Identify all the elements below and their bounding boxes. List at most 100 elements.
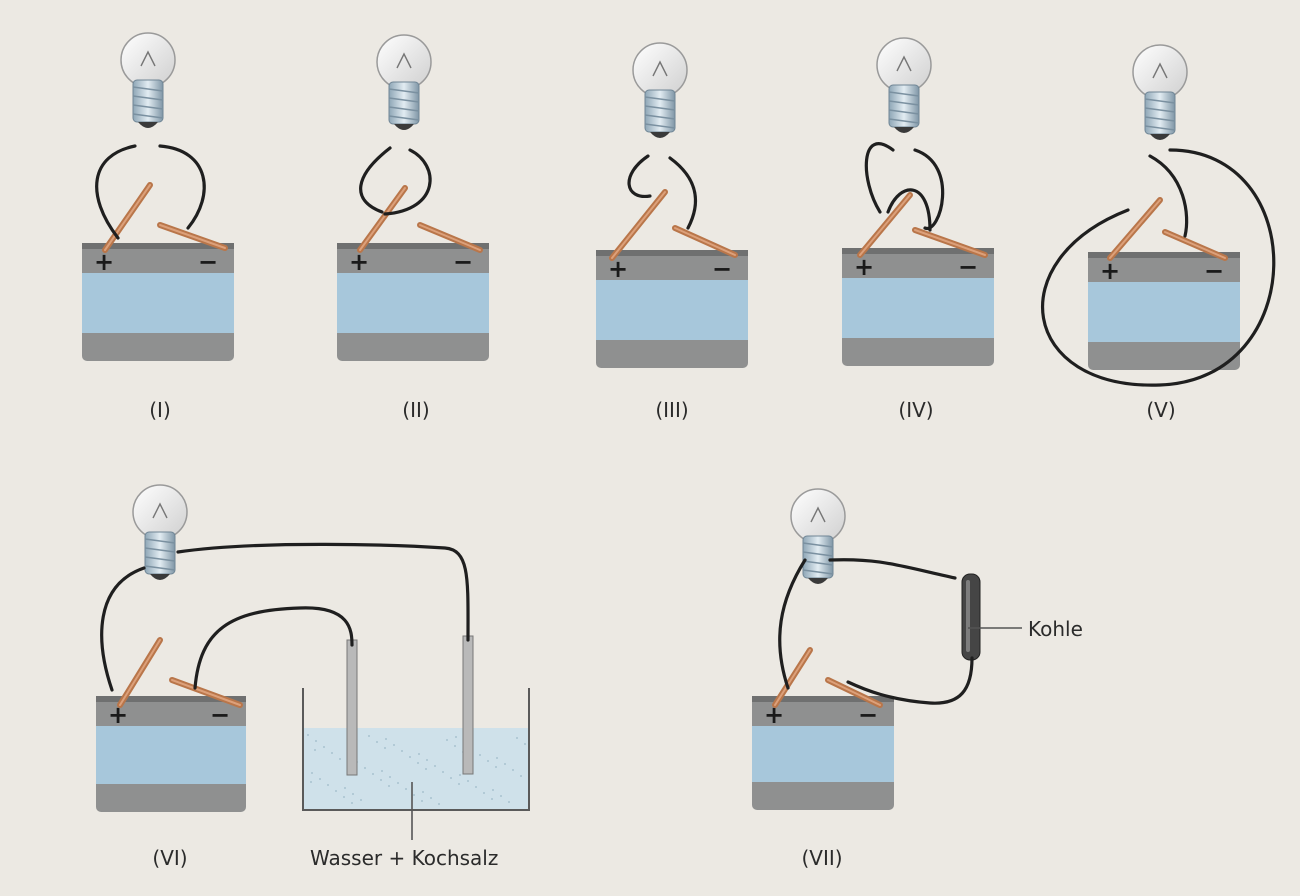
bulb-icon [876, 37, 932, 133]
bulb-filament [140, 50, 156, 67]
salt-particle [405, 788, 407, 790]
bulb-contact [394, 124, 414, 130]
wire [846, 656, 974, 705]
salt-particle [421, 800, 423, 802]
battery-minus-sign: − [453, 248, 473, 276]
salt-particle [331, 752, 333, 754]
bulb-icon [1132, 44, 1188, 140]
salt-particle [422, 791, 424, 793]
clip-highlight [171, 679, 241, 706]
circuit-7 [778, 558, 1022, 705]
bulb-thread [644, 96, 676, 102]
salt-particle [343, 796, 345, 798]
bulb-thread [644, 105, 676, 111]
terminal-clip [417, 222, 483, 253]
terminal-clip [157, 222, 228, 251]
salt-particle [335, 790, 337, 792]
bulb-thread [644, 114, 676, 120]
salt-particle [351, 802, 353, 804]
terminal-clip [672, 225, 738, 258]
salt-particle [520, 775, 522, 777]
battery-body [752, 726, 894, 782]
battery-plus-sign: + [1100, 257, 1120, 285]
beaker-wall [302, 688, 530, 811]
bulb-thread [388, 106, 420, 112]
bulb-thread [388, 97, 420, 103]
battery-body [842, 278, 994, 338]
wire [627, 154, 652, 198]
carbon-rod-highlight [966, 580, 970, 652]
bulb-thread [1144, 125, 1176, 131]
caption-circuit-6: (VI) [152, 846, 188, 870]
bulb-thread [802, 560, 834, 566]
salt-particle [418, 753, 420, 755]
clip-highlight [827, 679, 881, 706]
salt-particle [450, 777, 452, 779]
terminal-clip [1107, 197, 1163, 261]
bulb-thread [388, 88, 420, 94]
salt-particle [458, 783, 460, 785]
salt-particle [487, 760, 489, 762]
bulb-thread [802, 542, 834, 548]
terminal-clip [857, 192, 913, 258]
salt-particle [388, 785, 390, 787]
bulb-icon [132, 484, 188, 580]
bulb-glass [632, 42, 688, 98]
bulb-icon [376, 34, 432, 130]
wire [95, 144, 137, 240]
battery: +− [596, 250, 748, 368]
circuit-2 [359, 146, 432, 216]
battery: +− [96, 696, 246, 812]
bulb-contact [150, 574, 170, 580]
wire [778, 558, 807, 690]
salt-particle [479, 754, 481, 756]
salt-particle [311, 772, 313, 774]
bulb-glass [376, 34, 432, 90]
clip-highlight [914, 229, 986, 256]
terminal-clip [825, 677, 883, 708]
battery-minus-sign: − [210, 701, 230, 729]
salt-particle [315, 740, 317, 742]
clip-highlight [359, 187, 406, 251]
wire [1148, 154, 1189, 238]
salt-particle [500, 795, 502, 797]
salt-particle [319, 778, 321, 780]
bulb-glass [132, 484, 188, 540]
salt-particle [483, 792, 485, 794]
salt-particle [425, 768, 427, 770]
bulb-thread [644, 123, 676, 129]
bulb-glass [120, 32, 176, 88]
salt-particle [352, 793, 354, 795]
terminal-clip [1162, 229, 1228, 261]
circuit-6 [100, 542, 470, 692]
terminal-clip [117, 637, 163, 708]
salt-particle [430, 797, 432, 799]
salt-particle [344, 787, 346, 789]
bulb-contact [138, 122, 158, 128]
salt-particle [508, 801, 510, 803]
salt-particle [380, 779, 382, 781]
clip-highlight [1164, 231, 1226, 259]
battery: +− [1088, 252, 1240, 370]
battery-plus-sign: + [108, 701, 128, 729]
salt-particle [446, 739, 448, 741]
battery-top-edge [752, 696, 894, 702]
battery-top-edge [96, 696, 246, 702]
salt-particle [389, 776, 391, 778]
salt-particle [385, 738, 387, 740]
bulb-thread [1144, 98, 1176, 104]
bulb-filament [810, 506, 826, 523]
wire [383, 148, 432, 216]
circuit-1 [95, 144, 206, 240]
battery-top-edge [596, 250, 748, 256]
salt-particle [516, 737, 518, 739]
salt-particle [496, 757, 498, 759]
water-label: Wasser + Kochsalz [310, 846, 499, 870]
battery-minus-sign: − [198, 248, 218, 276]
battery-minus-sign: − [858, 701, 878, 729]
bulb-thread [132, 104, 164, 110]
circuit-4 [864, 142, 945, 232]
clip-highlight [119, 639, 161, 706]
bulb-filament [396, 52, 412, 69]
battery: +− [752, 696, 894, 810]
